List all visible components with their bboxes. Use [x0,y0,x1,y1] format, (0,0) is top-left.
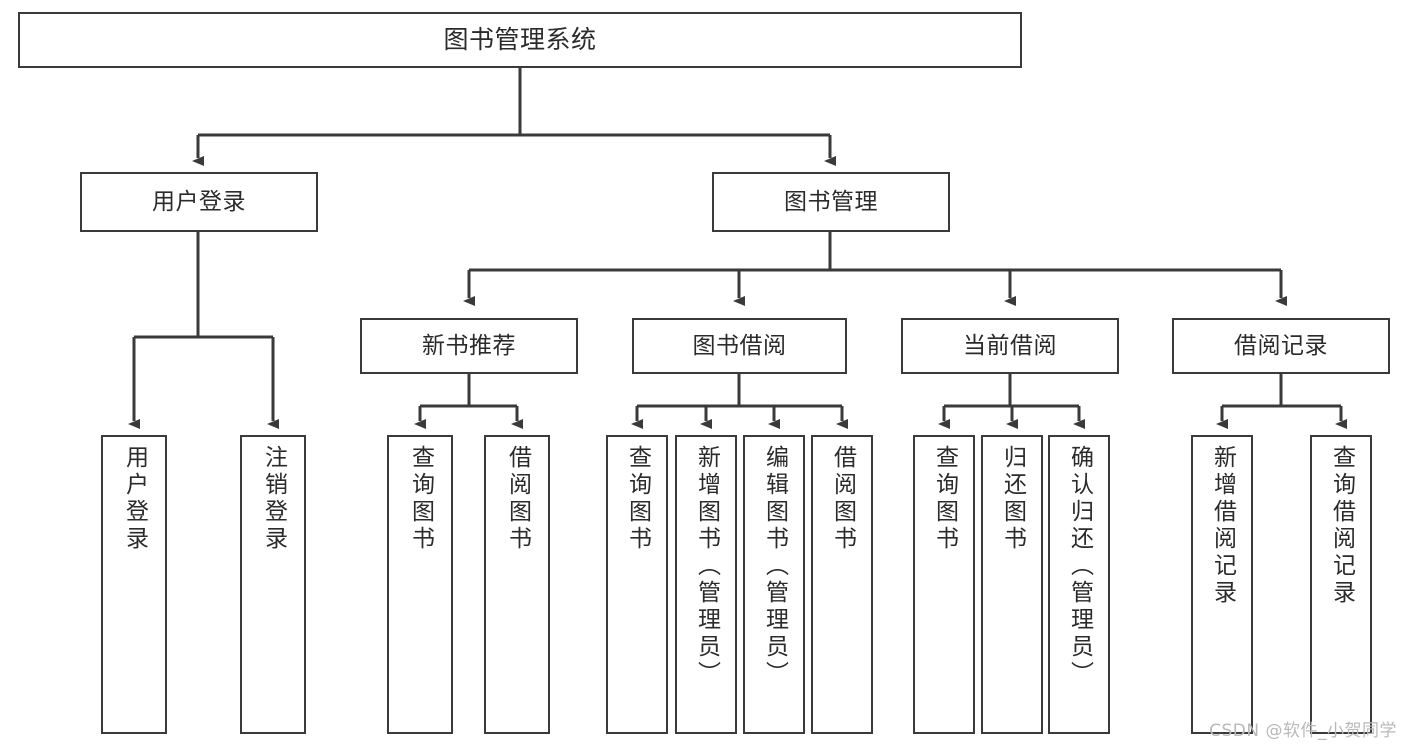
leaf-book-borrow-query-book[interactable]: 查询图书 [606,435,668,734]
node-label: 确认归还（管理员） [1066,445,1093,688]
node-label: 查询借阅记录 [1328,445,1355,607]
leaf-current-borrow-query-book[interactable]: 查询图书 [913,435,975,734]
leaf-current-borrow-confirm-return-admin[interactable]: 确认归还（管理员） [1048,435,1110,734]
node-new-book-recommend[interactable]: 新书推荐 [360,318,578,374]
node-label: 借阅记录 [1234,332,1328,359]
node-label: 图书借阅 [692,332,787,359]
node-label: 新增借阅记录 [1209,445,1236,607]
node-label: 查询图书 [931,445,958,553]
leaf-new-book-query-book[interactable]: 查询图书 [387,435,453,734]
node-label: 借阅图书 [504,445,531,553]
node-label: 编辑图书（管理员） [761,445,788,688]
node-label: 注销登录 [260,445,287,553]
node-label: 图书管理 [784,188,878,215]
node-label: 归还图书 [999,445,1026,553]
leaf-book-borrow-add-book-admin[interactable]: 新增图书（管理员） [675,435,737,734]
node-borrow-record[interactable]: 借阅记录 [1172,318,1390,374]
leaf-book-borrow-edit-book-admin[interactable]: 编辑图书（管理员） [743,435,805,734]
node-label: 查询图书 [407,445,434,553]
node-label: 用户登录 [152,188,246,215]
node-label: 图书管理系统 [443,24,597,54]
node-book-management[interactable]: 图书管理 [712,172,950,232]
node-book-borrow[interactable]: 图书借阅 [632,318,847,374]
node-user-login[interactable]: 用户登录 [80,172,318,232]
leaf-borrow-record-query-record[interactable]: 查询借阅记录 [1310,435,1372,734]
node-label: 新增图书（管理员） [693,445,720,688]
leaf-new-book-borrow-book[interactable]: 借阅图书 [484,435,550,734]
node-root-book-management-system[interactable]: 图书管理系统 [18,12,1022,68]
leaf-borrow-record-add-record[interactable]: 新增借阅记录 [1191,435,1253,734]
leaf-user-login-login[interactable]: 用户登录 [101,435,167,734]
leaf-book-borrow-borrow-book[interactable]: 借阅图书 [811,435,873,734]
node-label: 查询图书 [624,445,651,553]
leaf-current-borrow-return-book[interactable]: 归还图书 [981,435,1043,734]
node-label: 用户登录 [121,445,148,553]
node-label: 新书推荐 [422,332,516,359]
node-label: 当前借阅 [963,332,1057,359]
node-current-borrow[interactable]: 当前借阅 [901,318,1119,374]
csdn-watermark: CSDN @软件_小贺同学 [1209,721,1397,741]
leaf-user-login-logout[interactable]: 注销登录 [240,435,306,734]
node-label: 借阅图书 [829,445,856,553]
